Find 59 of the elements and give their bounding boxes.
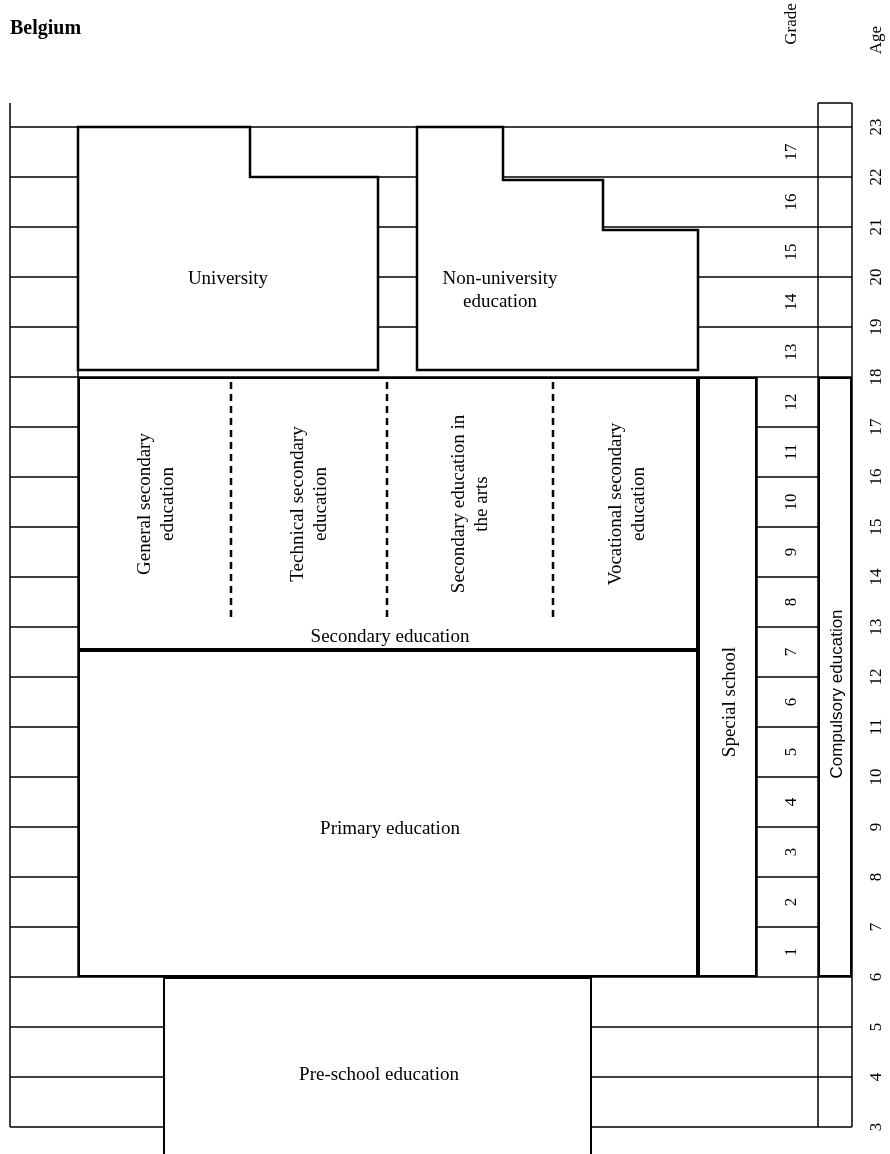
grade-number: 12 [781,393,799,411]
stage-label: Pre-school education [298,1062,460,1086]
grade-number: 17 [781,143,799,161]
stream-label: Secondary education in the arts [447,404,493,604]
grade-number: 6 [781,697,799,707]
column-heading: Grade [781,3,799,45]
age-number: 22 [866,168,884,186]
age-number: 13 [866,618,884,636]
grade-number: 2 [781,897,799,907]
grade-number: 9 [781,547,799,557]
age-number: 17 [866,418,884,436]
age-number: 11 [866,718,884,736]
column-heading: Age [866,25,884,55]
grade-number: 14 [781,293,799,311]
age-number: 12 [866,668,884,686]
age-number: 23 [866,118,884,136]
grade-number: 16 [781,193,799,211]
age-number: 21 [866,218,884,236]
age-number: 4 [866,1072,884,1082]
stage-label: University [186,266,270,290]
grade-number: 3 [781,847,799,857]
education-stage-box [417,127,698,370]
education-stage-box [78,127,378,370]
stage-label: Special school [717,645,740,760]
education-stage-box [818,377,852,977]
grade-number: 15 [781,243,799,261]
stream-label: Vocational secondary education [603,404,650,604]
age-number: 8 [866,872,884,882]
education-stage-box [78,650,698,977]
age-number: 20 [866,268,884,286]
age-number: 14 [866,568,884,586]
grade-number: 1 [781,947,799,957]
age-number: 15 [866,518,884,536]
age-number: 9 [866,822,884,832]
education-stage-box [78,377,698,650]
age-number: 3 [866,1122,884,1132]
grade-number: 8 [781,597,799,607]
grade-number: 11 [781,443,799,461]
age-number: 16 [866,468,884,486]
age-number: 18 [866,368,884,386]
grade-number: 5 [781,747,799,757]
stream-label: General secondary education [132,404,179,604]
stage-label: Non-university education [441,267,559,313]
diagram-title: Belgium [10,16,82,39]
age-number: 6 [866,972,884,982]
age-number: 7 [866,922,884,932]
age-number: 19 [866,318,884,336]
stage-label: Primary education [319,816,461,840]
age-number: 10 [866,768,884,786]
education-stage-box [163,977,592,1154]
stage-label: Compulsory education [826,608,847,781]
stage-label: Secondary education [309,624,471,648]
grade-number: 13 [781,343,799,361]
grade-number: 10 [781,493,799,511]
grade-number: 7 [781,647,799,657]
age-number: 5 [866,1022,884,1032]
education-stage-box [698,377,757,977]
stream-label: Technical secondary education [286,404,332,604]
grade-number: 4 [781,797,799,807]
